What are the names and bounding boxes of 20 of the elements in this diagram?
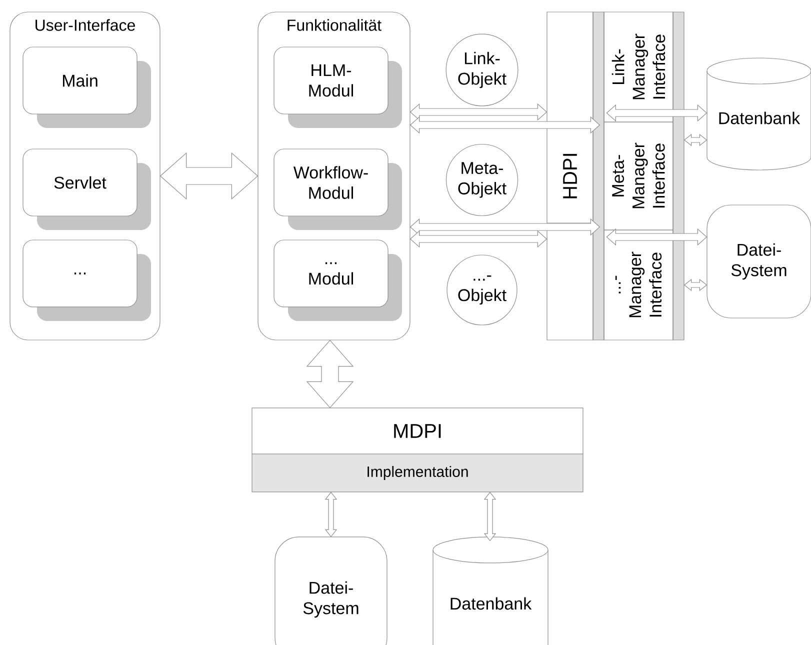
module-box: ... Modul (274, 240, 402, 321)
database-cylinder: Datenbank (706, 58, 811, 170)
double-arrow (306, 340, 354, 408)
interface-box: ...- Manager Interface (604, 230, 674, 340)
module-box: Main (22, 46, 151, 128)
module-box: HLM- Modul (274, 46, 402, 128)
interface-column: HDPI (546, 12, 594, 340)
module-box: ... (22, 240, 151, 321)
module-box: Servlet (22, 148, 151, 230)
database-cylinder: Datenbank (432, 536, 548, 645)
double-arrow (606, 104, 708, 122)
storage-box: Datei- System (274, 536, 388, 645)
storage-box: Datei- System (706, 204, 811, 318)
layer-box: MDPI Implementation (252, 408, 584, 492)
double-arrow (484, 492, 496, 542)
module-box: Workflow- Modul (274, 148, 402, 230)
interface-box: Meta- Manager Interface (604, 122, 674, 230)
double-arrow (606, 228, 708, 246)
interface-box: Link- Manager Interface (604, 12, 674, 122)
double-arrow (324, 492, 338, 538)
